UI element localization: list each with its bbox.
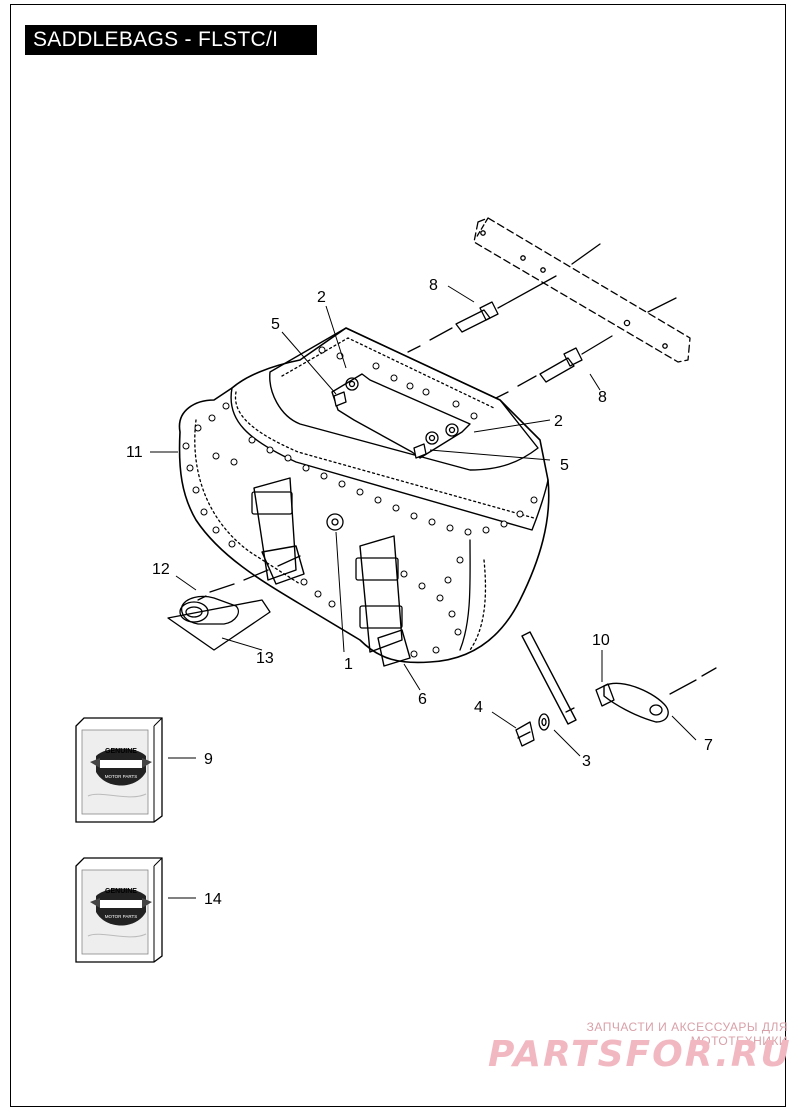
strut-bracket [603, 667, 717, 723]
callout-7: 7 [704, 737, 713, 754]
watermark-tagline: ЗАПЧАСТИ И АКСЕССУАРЫ ДЛЯ МОТОТЕХНИКИ [586, 1020, 788, 1048]
callout-9: 9 [204, 751, 213, 768]
box14-sub: MOTOR PARTS [105, 914, 138, 919]
stud-lower [495, 335, 613, 399]
box14-brand: GENUINE [105, 888, 137, 895]
callout-4: 4 [474, 699, 483, 716]
callout-8-upper: 8 [429, 277, 438, 294]
callout-12: 12 [152, 561, 170, 578]
backing-plate [167, 599, 271, 651]
callout-2-lower: 2 [554, 413, 563, 430]
callout-5-lower: 5 [560, 457, 569, 474]
stud-part-10 [595, 683, 615, 707]
callout-3: 3 [582, 753, 591, 770]
stud-upper [407, 275, 557, 353]
support-strut [521, 631, 577, 725]
watermark-brand: PARTSFOR.RU [488, 1034, 792, 1075]
callout-11: 11 [126, 444, 143, 461]
box9-brand: GENUINE [105, 748, 137, 755]
callout-8-lower: 8 [598, 389, 607, 406]
top-bracket [331, 373, 471, 459]
acorn-nut [515, 721, 535, 747]
saddlebag [178, 327, 550, 667]
callout-1: 1 [344, 656, 353, 673]
callout-14: 14 [204, 891, 222, 908]
callout-2-upper: 2 [317, 289, 326, 306]
product-box-9: GENUINE MOTOR PARTS [75, 717, 163, 823]
box9-sub: MOTOR PARTS [105, 774, 138, 779]
page-frame [10, 4, 786, 1107]
product-box-14: GENUINE MOTOR PARTS [75, 857, 163, 963]
callout-6: 6 [418, 691, 427, 708]
callout-13: 13 [256, 650, 274, 667]
support-rail [473, 217, 691, 363]
callout-5-upper: 5 [271, 316, 280, 333]
washer [538, 713, 550, 731]
page-title: SADDLEBAGS - FLSTC/I [25, 25, 317, 55]
callout-10: 10 [592, 632, 610, 649]
